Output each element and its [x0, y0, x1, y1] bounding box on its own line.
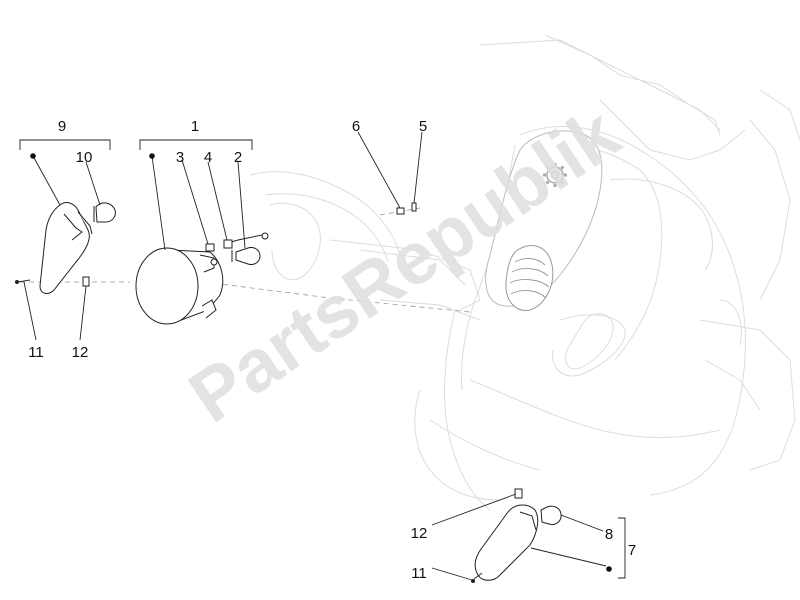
callout-10: 10	[76, 149, 93, 166]
leader-lines	[19, 131, 626, 581]
callout-12-right: 12	[411, 525, 428, 542]
clip-6	[396, 207, 405, 215]
connector-4	[223, 232, 269, 249]
callout-labels: 9 10 1 3 4 2 6 5 11 12 12 11 8 7	[28, 118, 636, 582]
callout-1: 1	[191, 118, 199, 135]
nut-12-right	[514, 488, 523, 499]
right-turn-signal-lens	[474, 504, 539, 581]
headlamp-unit	[135, 247, 224, 325]
callout-9: 9	[58, 118, 66, 135]
callout-4: 4	[204, 149, 212, 166]
bullet-markers	[30, 153, 612, 572]
headlight-bulb-2	[231, 247, 261, 265]
callout-5: 5	[419, 118, 427, 135]
callout-6: 6	[352, 118, 360, 135]
callout-3: 3	[176, 149, 184, 166]
gear-icon	[543, 163, 567, 187]
turn-signal-bulb-10	[93, 202, 116, 223]
bullet-9	[30, 153, 36, 159]
bulb-clip-3	[205, 243, 215, 252]
scooter-body-outline	[249, 34, 800, 511]
callout-11-left: 11	[28, 344, 44, 361]
screw-11-left	[15, 279, 31, 284]
left-turn-signal-lens	[39, 202, 93, 294]
callout-7: 7	[628, 542, 636, 559]
bullet-1	[149, 153, 155, 159]
callout-2: 2	[234, 149, 242, 166]
bullet-7	[606, 566, 612, 572]
callout-8: 8	[605, 526, 613, 543]
horn-grille	[505, 245, 554, 311]
turn-signal-bulb-8	[540, 505, 562, 525]
callout-12-left: 12	[72, 344, 89, 361]
callout-11-right: 11	[411, 565, 427, 582]
nut-12-left	[82, 276, 90, 287]
